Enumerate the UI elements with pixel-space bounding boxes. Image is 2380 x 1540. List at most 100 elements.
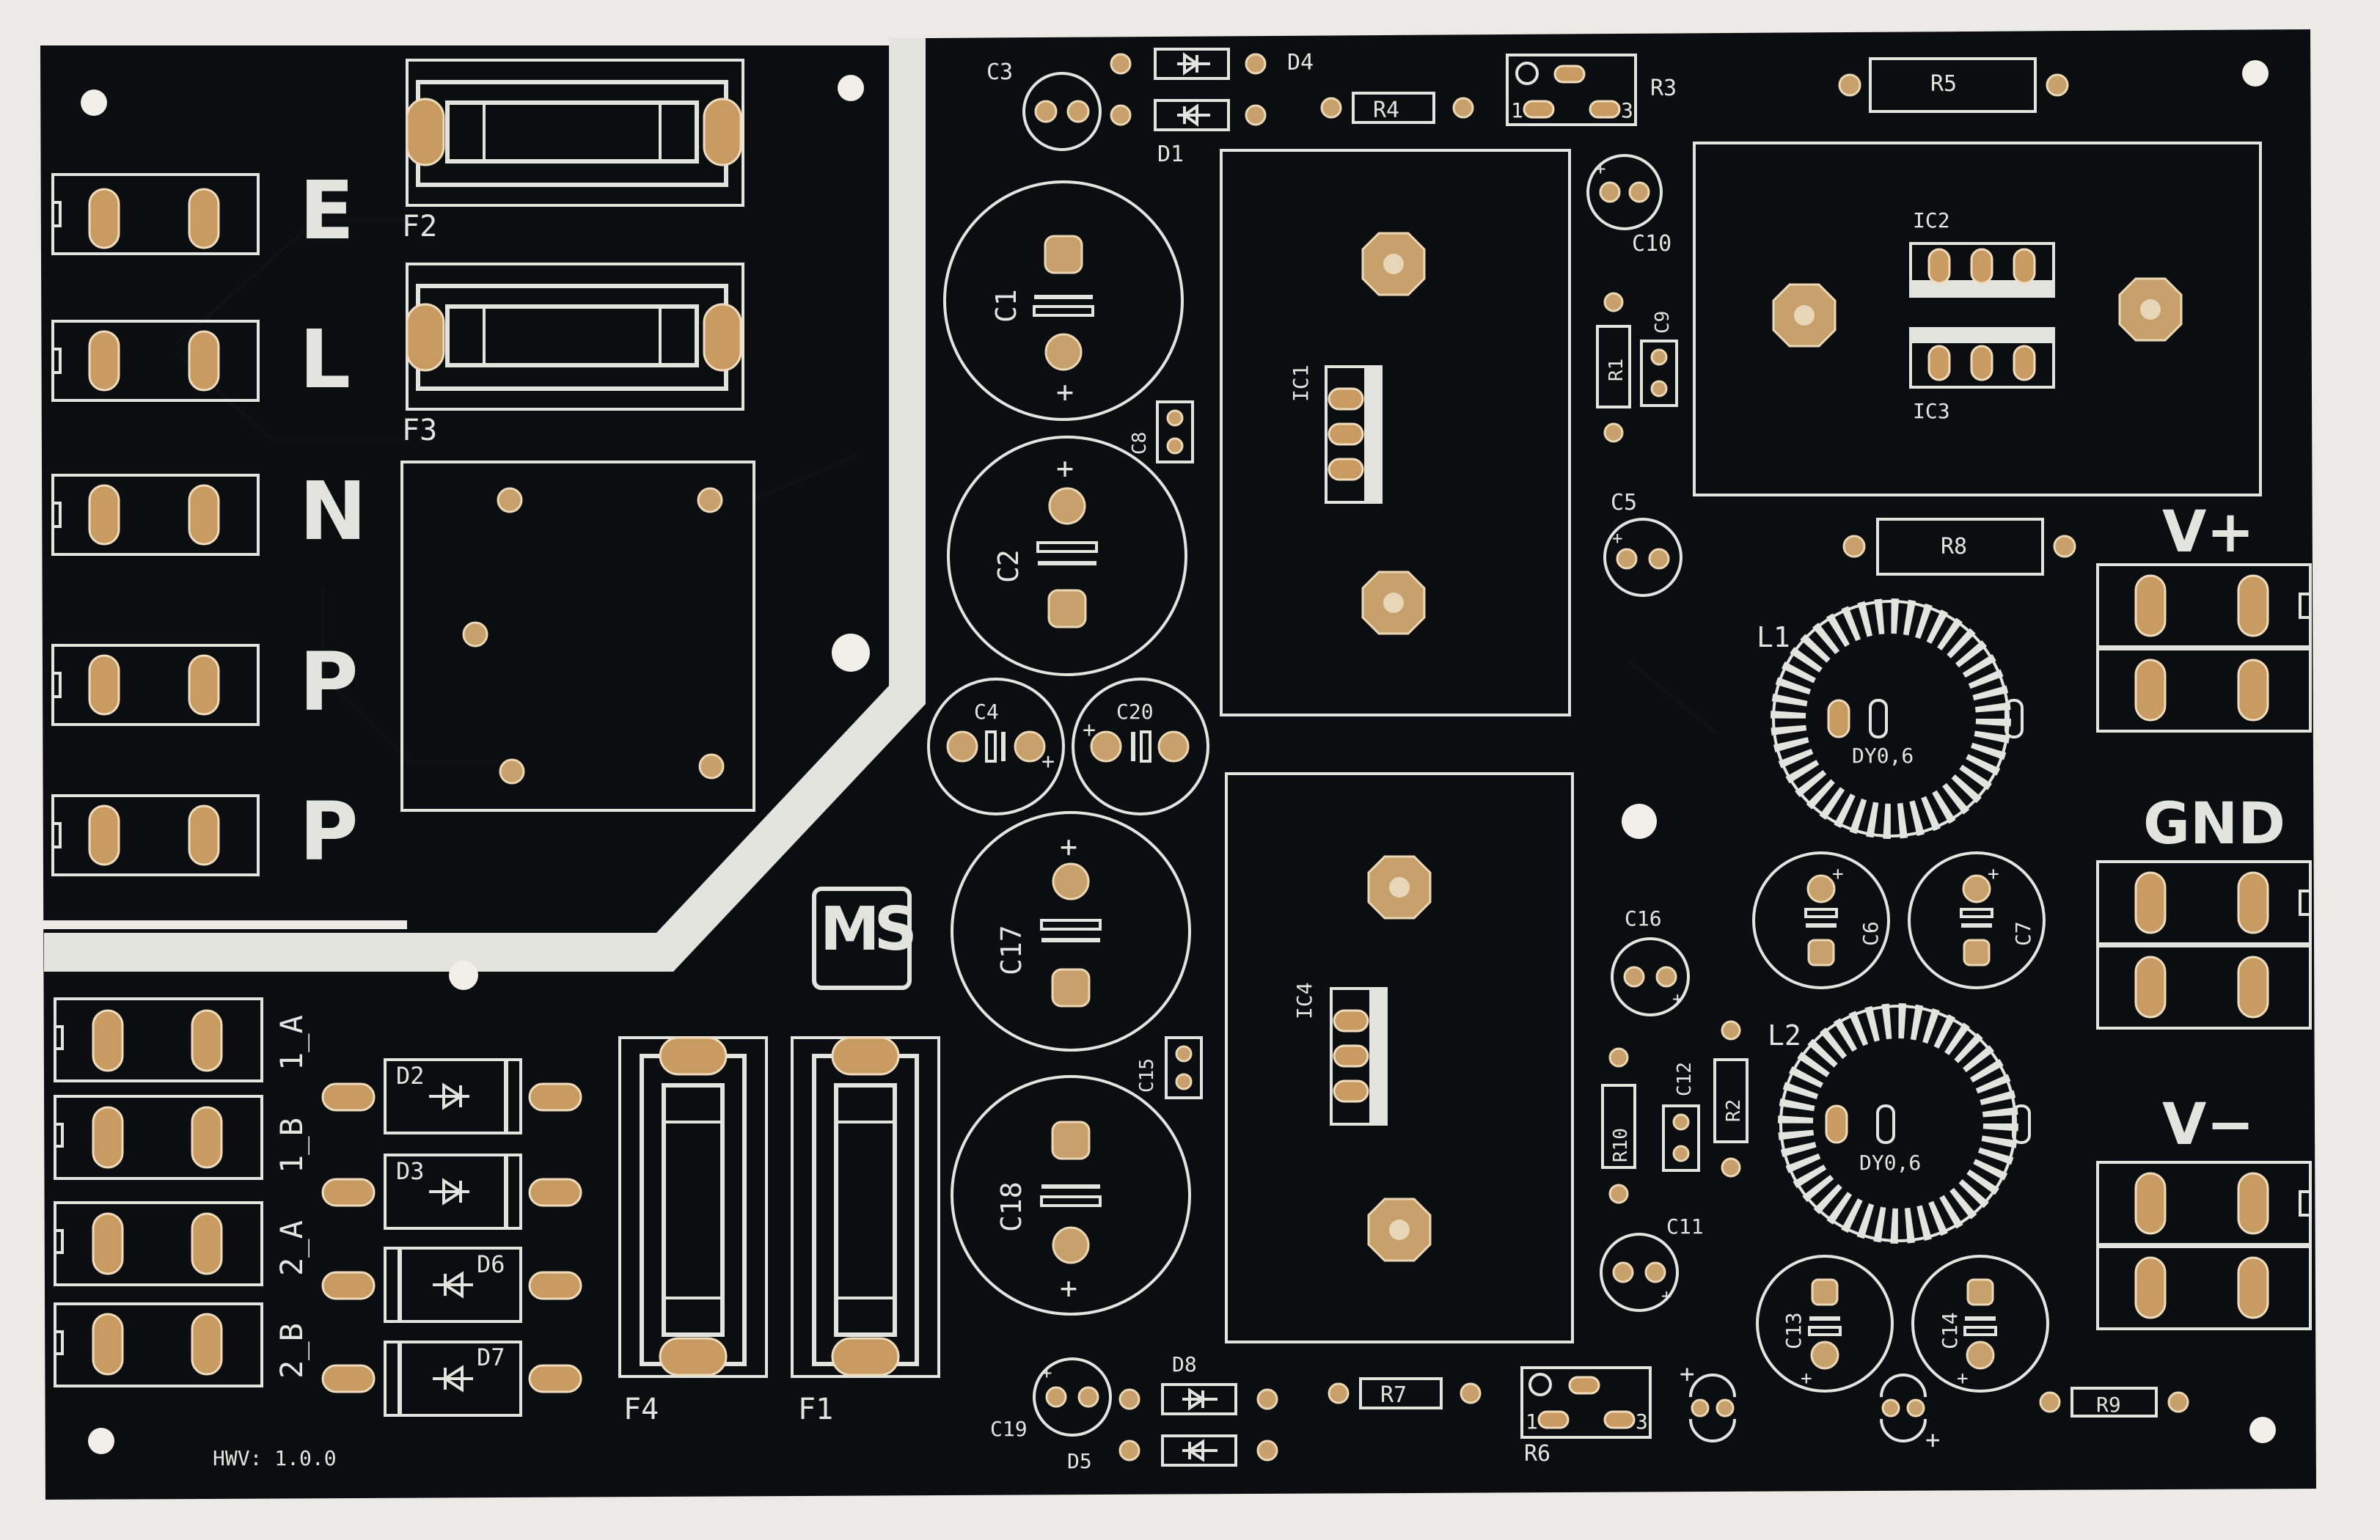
diode-D8: D8 [1118, 1352, 1278, 1415]
cap-C16: + C16 [1611, 906, 1690, 1016]
cap-C1: + C1 [943, 180, 1184, 421]
terminal-P2 [51, 794, 260, 876]
cap-C4: C4 + [927, 678, 1065, 815]
diode-D1: D1 [1110, 99, 1267, 167]
diode-D4: D4 [1110, 48, 1314, 80]
svg-text:R4: R4 [1373, 98, 1399, 123]
svg-text:C8: C8 [1129, 432, 1151, 455]
svg-text:C19: C19 [990, 1417, 1028, 1441]
fuse-F3: F3 [402, 263, 744, 447]
svg-text:R8: R8 [1941, 534, 1967, 560]
aux-terminals: 1_A 1_B 2_A 2_B [54, 997, 310, 1387]
resistor-R4: R4 [1320, 92, 1474, 124]
terminal-1B [54, 1095, 263, 1180]
svg-text:C18: C18 [995, 1181, 1028, 1232]
cap-C10: + C10 [1586, 154, 1672, 257]
resistor-R9: R9 [2039, 1387, 2189, 1418]
svg-text:C11: C11 [1666, 1214, 1704, 1239]
module-footprint [400, 461, 755, 812]
svg-text:D4: D4 [1287, 50, 1314, 76]
svg-text:+: + [1056, 452, 1074, 485]
diode-D5: D5 [1067, 1434, 1278, 1473]
terminal-P1 [51, 644, 260, 726]
svg-text:R7: R7 [1380, 1382, 1407, 1408]
svg-text:+: + [1680, 1360, 1694, 1389]
diode-D2: D2 [321, 1058, 582, 1134]
svg-text:C10: C10 [1632, 231, 1672, 257]
diode-D6: D6 [321, 1247, 582, 1323]
cap-C2: + C2 [947, 436, 1187, 676]
cap-C13: + C13 [1756, 1255, 1894, 1393]
fuse-F2: F2 [402, 59, 744, 243]
label-P1: P [299, 635, 359, 729]
terminal-vplus: V+ [2096, 499, 2312, 733]
resistor-R2: R2 [1713, 1020, 1749, 1178]
cap-C3: C3 [986, 59, 1102, 151]
label-P2: P [299, 785, 359, 879]
cap-C19: + C19 [990, 1357, 1112, 1441]
cap-C17: + C17 [951, 811, 1191, 1052]
svg-text:C1: C1 [990, 289, 1022, 323]
terminal-L [51, 320, 260, 402]
svg-text:C5: C5 [1611, 490, 1637, 516]
svg-text:D5: D5 [1067, 1449, 1092, 1473]
terminal-2A [54, 1201, 263, 1286]
diode-D3: D3 [321, 1154, 582, 1230]
output-terminals: V+ GND V− [2096, 499, 2312, 1330]
svg-text:C13: C13 [1782, 1312, 1806, 1349]
trimmer-R3: 1 3 R3 [1506, 54, 1677, 126]
mains-terminal-block: E L N P P [51, 164, 367, 879]
svg-text:C7: C7 [2011, 921, 2035, 946]
svg-text:+: + [1056, 375, 1074, 409]
terminal-E [51, 173, 260, 255]
svg-text:C16: C16 [1625, 906, 1662, 931]
diode-D7: D7 [321, 1341, 582, 1417]
fuse-F1: F1 [791, 1036, 940, 1426]
svg-text:C20: C20 [1116, 700, 1154, 724]
svg-text:C9: C9 [1652, 311, 1674, 334]
svg-text:C3: C3 [986, 59, 1013, 85]
svg-text:D1: D1 [1157, 142, 1184, 167]
svg-text:R1: R1 [1605, 359, 1627, 381]
svg-text:C14: C14 [1938, 1312, 1962, 1349]
svg-text:C15: C15 [1136, 1058, 1158, 1093]
svg-text:C6: C6 [1859, 921, 1883, 946]
svg-text:R2: R2 [1723, 1099, 1745, 1122]
svg-text:DY0,6: DY0,6 [1852, 744, 1914, 768]
svg-text:+: + [1957, 1368, 1969, 1390]
svg-text:+: + [1083, 717, 1096, 743]
resistor-R7: R7 [1328, 1377, 1482, 1409]
svg-text:IC1: IC1 [1289, 364, 1313, 402]
svg-text:+: + [1041, 1363, 1052, 1383]
svg-text:D8: D8 [1172, 1352, 1197, 1376]
fuse-F3-label: F3 [402, 414, 437, 447]
svg-text:1: 1 [1526, 1409, 1538, 1434]
cap-C8: C8 [1129, 400, 1194, 463]
terminal-2B [54, 1302, 263, 1387]
heatsink-IC2-IC3: IC2 IC3 [1693, 142, 2262, 496]
label-2A: 2_A [274, 1220, 310, 1276]
svg-text:C17: C17 [995, 925, 1028, 975]
svg-text:C4: C4 [974, 700, 999, 724]
svg-text:3: 3 [1621, 98, 1633, 122]
trimmer-R6: 1 3 R6 [1520, 1366, 1652, 1467]
cap-C6: + C6 [1752, 851, 1890, 989]
rectifier-diodes: D2 D3 D6 D7 [321, 1058, 582, 1417]
small-caps-bottom: + + [1680, 1360, 1940, 1455]
ms-logo: MS [812, 887, 920, 990]
svg-text:R10: R10 [1610, 1128, 1632, 1162]
terminal-N [51, 474, 260, 556]
label-1B: 1_B [274, 1118, 310, 1173]
svg-text:R9: R9 [2096, 1393, 2121, 1417]
resistor-R10: R10 [1601, 1047, 1636, 1204]
inductor-L2: L2 DY0,6 [1768, 1003, 2031, 1244]
label-1A: 1_A [274, 1015, 310, 1071]
terminal-gnd: GND [2096, 791, 2312, 1030]
label-L: L [299, 312, 351, 406]
terminal-vminus: V− [2096, 1092, 2312, 1330]
label-2B: 2_B [274, 1323, 310, 1379]
label-gnd: GND [2143, 791, 2285, 857]
svg-text:R6: R6 [1524, 1441, 1550, 1467]
resistor-R1: R1 [1596, 292, 1631, 443]
svg-text:DY0,6: DY0,6 [1859, 1151, 1921, 1175]
